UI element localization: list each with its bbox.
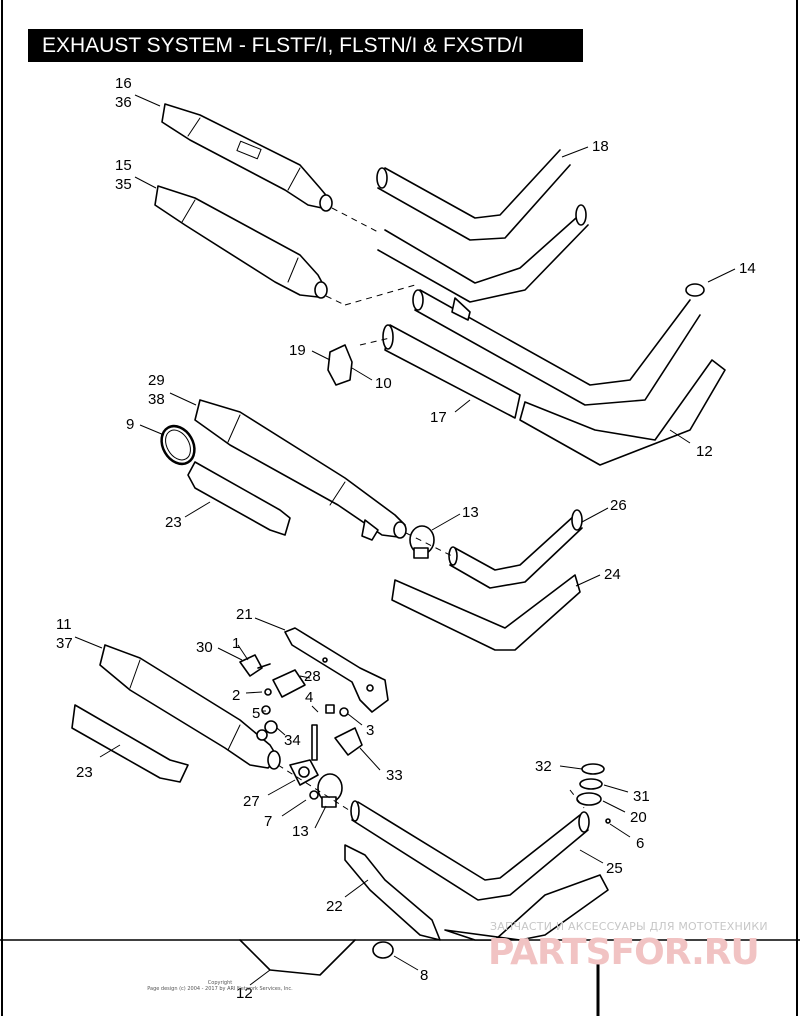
heat-shield-24 xyxy=(391,574,581,651)
callout-26: 26 xyxy=(610,497,627,514)
bolt-2 xyxy=(264,688,272,696)
nut-7 xyxy=(309,790,319,800)
callout-21: 21 xyxy=(236,606,253,623)
callout-19: 19 xyxy=(289,342,306,359)
washer-34 xyxy=(264,720,278,734)
callout-32: 32 xyxy=(535,758,552,775)
callout-5: 5 xyxy=(252,705,260,722)
callout-33: 33 xyxy=(386,767,403,784)
callout-20: 20 xyxy=(630,809,647,826)
callout-13: 13 xyxy=(462,504,479,521)
bolt-3 xyxy=(339,707,349,717)
muffler-15-35 xyxy=(154,185,328,299)
callouts: 16 36 15 35 18 14 19 10 17 12 29 38 9 23… xyxy=(56,75,756,1002)
clamp-9 xyxy=(160,424,196,466)
callout-6: 6 xyxy=(636,835,644,852)
callout-25: 25 xyxy=(606,860,623,877)
heat-shield-12 xyxy=(519,359,726,466)
copyright-notice: Copyright Page design (c) 2004 - 2017 by… xyxy=(130,980,310,992)
leader-lines xyxy=(74,94,736,986)
header-pipe-25 xyxy=(350,800,590,901)
callout-3: 3 xyxy=(366,722,374,739)
bolt-long xyxy=(311,724,318,761)
callout-27: 27 xyxy=(243,793,260,810)
clamp-19 xyxy=(327,344,353,386)
heat-shield-12-lower xyxy=(239,874,609,976)
clamp-13-upper xyxy=(409,525,435,559)
heat-shield-22 xyxy=(344,844,441,941)
header-pipe-18 xyxy=(376,149,589,303)
heat-shield-17 xyxy=(382,324,521,419)
clamp-8 xyxy=(372,941,394,959)
callout-35: 35 xyxy=(115,176,132,193)
callout-7: 7 xyxy=(264,813,272,830)
callout-29: 29 xyxy=(148,372,165,389)
callout-16: 16 xyxy=(115,75,132,92)
muffler-11-37 xyxy=(99,644,281,770)
callout-1: 1 xyxy=(232,635,240,652)
bolt-4 xyxy=(325,704,335,714)
clamp-27 xyxy=(289,759,319,786)
callout-14: 14 xyxy=(739,260,756,277)
muffler-29-38 xyxy=(194,399,407,541)
bracket-21 xyxy=(284,627,389,713)
bracket-33 xyxy=(334,727,363,756)
watermark-logo: PARTSFOR.RU xyxy=(488,932,760,973)
copyright-line-1: Copyright xyxy=(207,980,233,986)
callout-4: 4 xyxy=(305,689,313,706)
callout-9: 9 xyxy=(126,416,134,433)
callout-34: 34 xyxy=(284,732,301,749)
heat-shield-23-upper xyxy=(187,461,291,536)
callout-15: 15 xyxy=(115,157,132,174)
callout-31: 31 xyxy=(633,788,650,805)
callout-23: 23 xyxy=(165,514,182,531)
gasket-32 xyxy=(581,763,605,775)
callout-12: 12 xyxy=(696,443,713,460)
header-pipe-26 xyxy=(448,509,583,589)
callout-37: 37 xyxy=(56,635,73,652)
callout-23b: 23 xyxy=(76,764,93,781)
part-6 xyxy=(605,818,611,824)
clamp-13-lower xyxy=(317,773,343,808)
callout-13b: 13 xyxy=(292,823,309,840)
callout-28: 28 xyxy=(304,668,321,685)
muffler-16-36 xyxy=(161,103,333,212)
callout-22: 22 xyxy=(326,898,343,915)
callout-8: 8 xyxy=(420,967,428,984)
heat-shield-23-lower xyxy=(71,704,189,783)
callout-30: 30 xyxy=(196,639,213,656)
bracket-30 xyxy=(239,654,271,677)
callout-36: 36 xyxy=(115,94,132,111)
callout-38: 38 xyxy=(148,391,165,408)
gasket-31 xyxy=(579,778,603,790)
callout-12b: 12 xyxy=(236,985,253,1002)
callout-18: 18 xyxy=(592,138,609,155)
callout-10: 10 xyxy=(375,375,392,392)
nut-5 xyxy=(261,705,271,715)
bracket-28 xyxy=(272,669,306,698)
watermark-tagline: ЗАПЧАСТИ И АКСЕССУАРЫ ДЛЯ МОТОТЕХНИКИ xyxy=(490,920,768,933)
alignment-lines xyxy=(277,207,585,813)
header-pipe-14 xyxy=(412,283,705,406)
callout-11: 11 xyxy=(56,616,72,633)
copyright-line-2: Page design (c) 2004 - 2017 by ARI Netwo… xyxy=(147,986,293,992)
callout-2: 2 xyxy=(232,687,240,704)
callout-17: 17 xyxy=(430,409,447,426)
diagram-title: EXHAUST SYSTEM - FLSTF/I, FLSTN/I & FXST… xyxy=(28,29,583,62)
callout-24: 24 xyxy=(604,566,621,583)
